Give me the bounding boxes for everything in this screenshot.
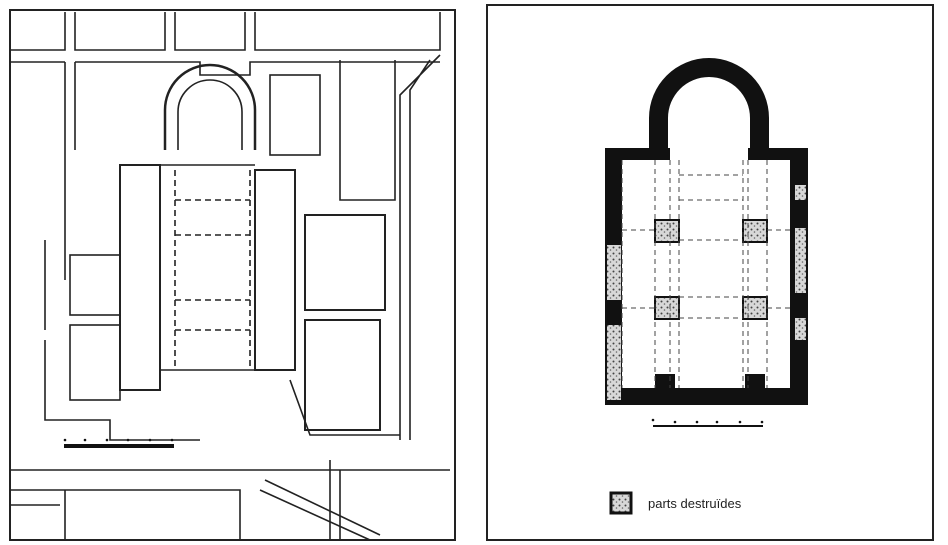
- right-frame: [486, 4, 934, 541]
- right-scale-bar: [651, 418, 764, 427]
- legend-swatch: [609, 491, 633, 515]
- legend-label: parts destruïdes: [648, 496, 742, 511]
- left-scale-bar: [63, 438, 174, 448]
- left-plan: [9, 9, 456, 541]
- right-plan: [605, 58, 808, 405]
- left-frame: [9, 9, 456, 541]
